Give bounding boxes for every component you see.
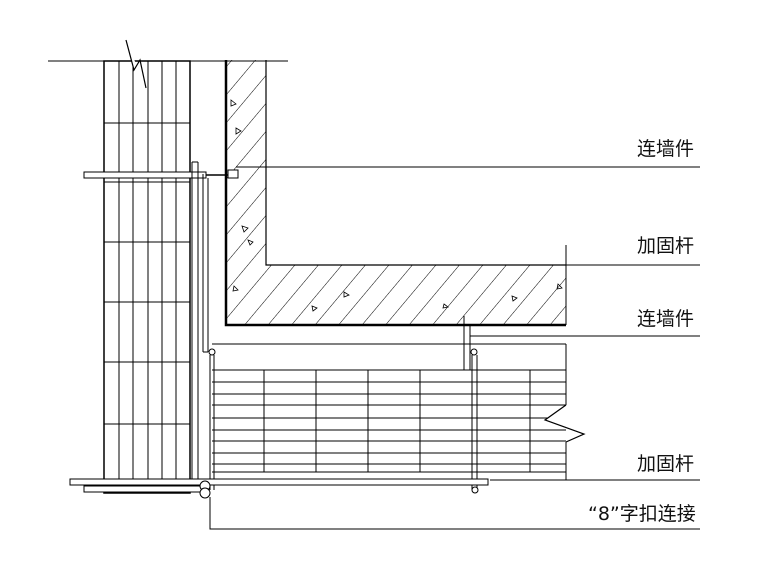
lower-wall-tie-post	[463, 316, 479, 494]
label-figure8-clamp: “8”字扣连接	[588, 503, 696, 525]
inner-vertical-pole	[191, 161, 216, 490]
label-reinforcing-bar-upper: 加固杆	[637, 235, 695, 257]
left-scaffold-column	[103, 60, 191, 494]
concrete-wall-section	[224, 60, 567, 327]
label-reinforcing-bar-lower: 加固杆	[637, 453, 695, 475]
label-wall-tie-lower: 连墙件	[637, 308, 695, 330]
upper-wall-tie-tube	[83, 169, 239, 179]
figure8-clamp-lower	[199, 487, 211, 499]
leader-lines	[209, 166, 700, 530]
column-break-mark	[125, 39, 147, 89]
plank-break-mark	[543, 404, 586, 443]
lower-horizontal-tube	[69, 478, 489, 499]
label-wall-tie-upper: 连墙件	[637, 138, 695, 160]
lower-plank-band	[212, 343, 567, 480]
